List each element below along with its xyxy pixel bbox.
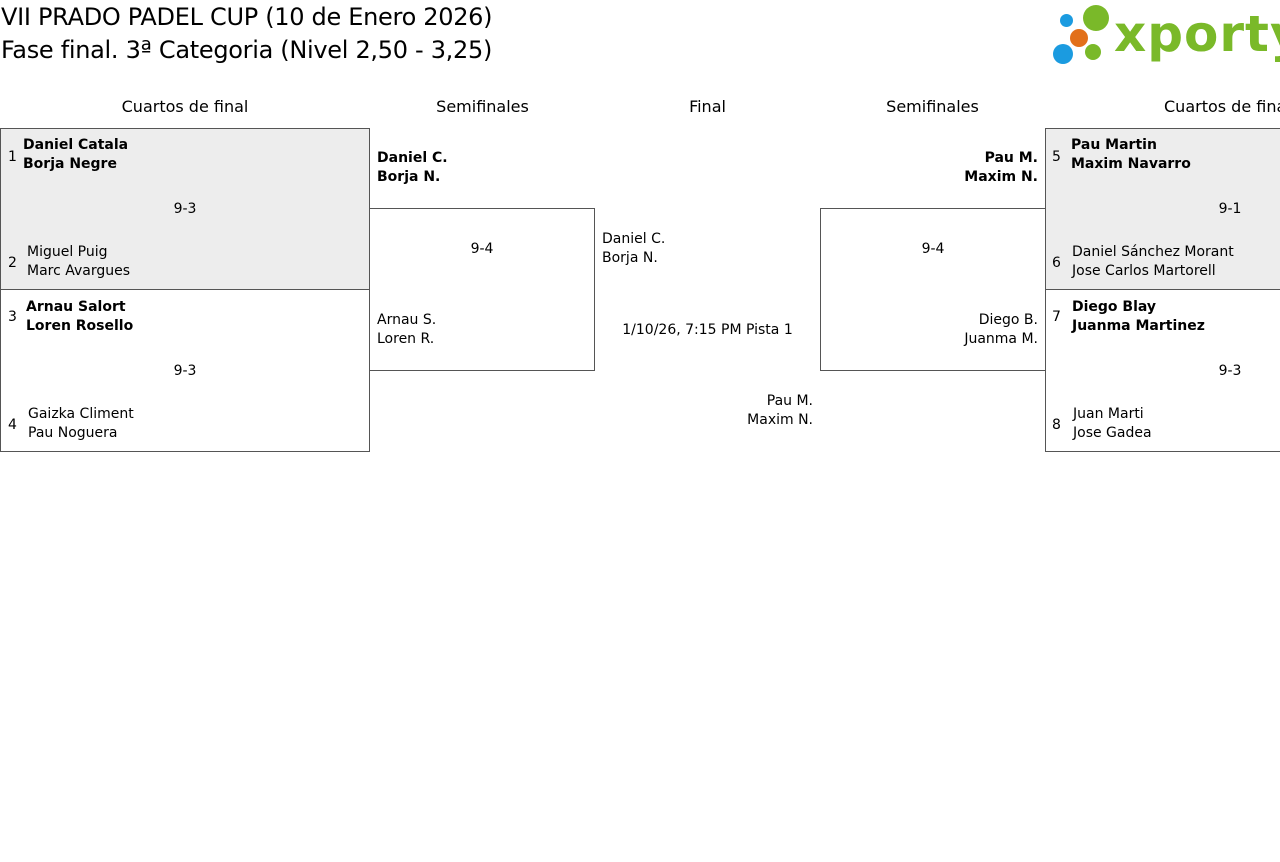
player-name: Pau Noguera bbox=[28, 425, 118, 441]
round-header-right-sf: Semifinales bbox=[886, 97, 979, 116]
player-name: Arnau S. bbox=[377, 312, 437, 328]
left-qf-match-1[interactable]: 1 Daniel Catala Borja Negre 9-3 2 Miguel… bbox=[0, 128, 370, 290]
player-name: Borja N. bbox=[377, 169, 441, 185]
player-name: Maxim Navarro bbox=[1071, 156, 1191, 172]
winner-team: Diego Blay Juanma Martinez bbox=[1072, 298, 1205, 336]
loser-team: Miguel Puig Marc Avargues bbox=[27, 243, 130, 281]
player-name: Maxim N. bbox=[747, 412, 813, 428]
logo-wordmark: xporty bbox=[1114, 5, 1280, 63]
round-header-left-qf: Cuartos de final bbox=[121, 97, 249, 116]
loser-team: Daniel Sánchez Morant Jose Carlos Martor… bbox=[1072, 243, 1234, 281]
winner-team: Daniel Catala Borja Negre bbox=[23, 136, 128, 174]
player-name: Borja N. bbox=[602, 250, 658, 266]
player-name: Pau M. bbox=[984, 150, 1038, 166]
player-name: Pau M. bbox=[766, 393, 813, 409]
seed-number: 6 bbox=[1052, 255, 1061, 271]
logo-dot-blue-2 bbox=[1053, 44, 1073, 64]
player-name: Borja Negre bbox=[23, 156, 117, 172]
left-sf-winner-team: Daniel C. Borja N. bbox=[377, 149, 448, 187]
left-sf-match[interactable]: 9-4 Arnau S. Loren R. bbox=[369, 208, 595, 371]
round-header-left-sf: Semifinales bbox=[436, 97, 529, 116]
xporty-logo[interactable]: xporty bbox=[1052, 4, 1280, 68]
page-title: VII PRADO PADEL CUP (10 de Enero 2026) bbox=[1, 3, 493, 31]
left-qf-match-2[interactable]: 3 Arnau Salort Loren Rosello 9-3 4 Gaizk… bbox=[0, 289, 370, 452]
player-name: Daniel C. bbox=[602, 231, 666, 247]
loser-team: Arnau S. Loren R. bbox=[377, 311, 436, 349]
round-header-right-qf: Cuartos de final bbox=[1164, 97, 1280, 116]
player-name: Juanma Martinez bbox=[1072, 318, 1205, 334]
winner-team: Pau Martin Maxim Navarro bbox=[1071, 136, 1191, 174]
match-score: 9-3 bbox=[173, 201, 197, 217]
player-name: Daniel C. bbox=[377, 150, 448, 166]
logo-dot-green bbox=[1083, 5, 1109, 31]
match-score: 9-4 bbox=[921, 241, 945, 257]
right-sf-match[interactable]: 9-4 Diego B. Juanma M. bbox=[820, 208, 1046, 371]
player-name: Miguel Puig bbox=[27, 244, 108, 260]
final-schedule: 1/10/26, 7:15 PM Pista 1 bbox=[622, 322, 793, 338]
player-name: Marc Avargues bbox=[27, 263, 131, 279]
player-name: Loren Rosello bbox=[26, 318, 134, 334]
round-header-final: Final bbox=[689, 97, 726, 116]
loser-team: Diego B. Juanma M. bbox=[821, 311, 1038, 349]
player-name: Gaizka Climent bbox=[28, 406, 134, 422]
right-qf-match-2[interactable]: 7 Diego Blay Juanma Martinez 9-3 8 Juan … bbox=[1045, 289, 1280, 452]
logo-dot-green-2 bbox=[1085, 44, 1101, 60]
player-name: Pau Martin bbox=[1071, 137, 1157, 153]
right-qf-match-1[interactable]: 5 Pau Martin Maxim Navarro 9-1 6 Daniel … bbox=[1045, 128, 1280, 290]
player-name: Maxim N. bbox=[964, 169, 1038, 185]
match-score: 9-4 bbox=[470, 241, 494, 257]
winner-team: Arnau Salort Loren Rosello bbox=[26, 298, 133, 336]
player-name: Daniel Catala bbox=[23, 137, 129, 153]
seed-number: 4 bbox=[8, 417, 17, 433]
logo-dot-orange bbox=[1070, 29, 1088, 47]
seed-number: 5 bbox=[1052, 149, 1061, 165]
player-name: Juanma M. bbox=[964, 331, 1038, 347]
match-score: 9-1 bbox=[1218, 201, 1242, 217]
loser-team: Gaizka Climent Pau Noguera bbox=[28, 405, 134, 443]
player-name: Diego B. bbox=[978, 312, 1038, 328]
seed-number: 2 bbox=[8, 255, 17, 271]
player-name: Diego Blay bbox=[1072, 299, 1157, 315]
final-left-team: Daniel C. Borja N. bbox=[602, 230, 665, 268]
match-score: 9-3 bbox=[1218, 363, 1242, 379]
player-name: Loren R. bbox=[377, 331, 435, 347]
player-name: Jose Carlos Martorell bbox=[1072, 263, 1216, 279]
logo-dot-blue bbox=[1060, 14, 1073, 27]
player-name: Juan Marti bbox=[1073, 406, 1144, 422]
player-name: Daniel Sánchez Morant bbox=[1072, 244, 1234, 260]
final-right-team: Pau M. Maxim N. bbox=[600, 392, 813, 430]
right-sf-winner-team: Pau M. Maxim N. bbox=[820, 149, 1038, 187]
loser-team: Juan Marti Jose Gadea bbox=[1073, 405, 1152, 443]
seed-number: 8 bbox=[1052, 417, 1061, 433]
player-name: Jose Gadea bbox=[1073, 425, 1152, 441]
match-score: 9-3 bbox=[173, 363, 197, 379]
seed-number: 1 bbox=[8, 149, 17, 165]
player-name: Arnau Salort bbox=[26, 299, 126, 315]
page-subtitle: Fase final. 3ª Categoria (Nivel 2,50 - 3… bbox=[1, 36, 493, 64]
seed-number: 3 bbox=[8, 309, 17, 325]
seed-number: 7 bbox=[1052, 309, 1061, 325]
